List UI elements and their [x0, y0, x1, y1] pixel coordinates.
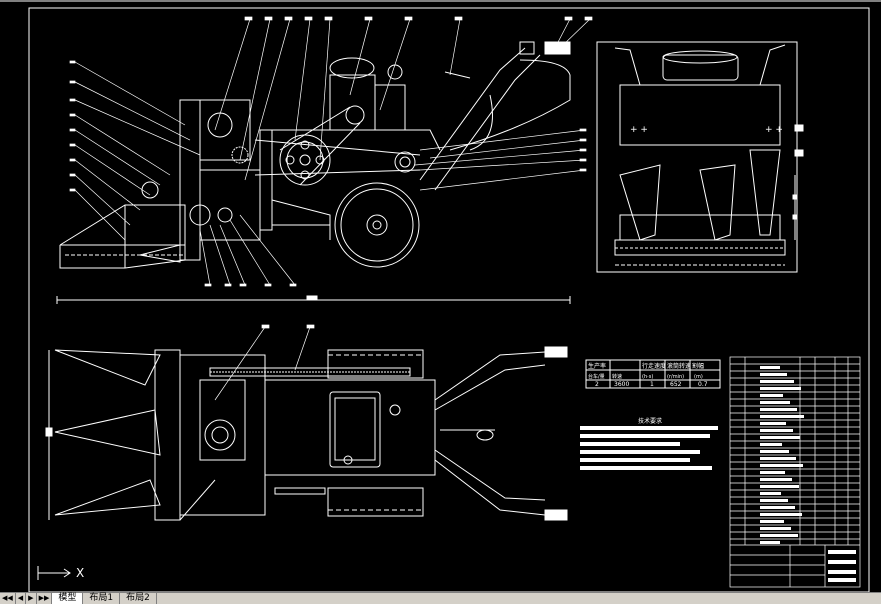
param-val-4: 652 — [670, 381, 682, 388]
param-sub-1: 台车/量 — [588, 373, 605, 380]
param-head-4: 割幅 — [692, 362, 704, 370]
ucs-x-label: X — [76, 566, 85, 580]
tab-model[interactable]: 模型 — [52, 593, 84, 604]
ucs-icon: X — [36, 566, 84, 583]
svg-text:+ +: + + — [765, 125, 783, 135]
tech-requirements: 技术要求 — [580, 417, 718, 470]
leader-lines-top — [69, 16, 593, 287]
param-val-5: 0.7 — [698, 381, 708, 388]
param-head-3: 滚筒转速 — [667, 362, 691, 370]
tab-layout-2[interactable]: 布局2 — [120, 593, 157, 604]
param-head-1: 生产率 — [588, 362, 606, 370]
tab-nav-next[interactable]: ▶ — [26, 593, 37, 604]
param-val-3: 1 — [650, 381, 654, 388]
tab-nav-prev[interactable]: ◀ — [15, 593, 27, 604]
param-head-2: 行走速度 — [642, 362, 666, 370]
param-val-1: 2 — [595, 381, 599, 388]
layout-tab-bar: ◀◀ ◀ ▶ ▶▶ 模型 布局1 布局2 — [0, 592, 881, 604]
front-view — [56, 41, 571, 304]
param-unit-2: (r/min) — [667, 374, 684, 380]
param-unit-1: (h·s) — [642, 374, 653, 380]
param-val-2: 3600 — [614, 381, 629, 388]
parts-list — [729, 356, 861, 588]
param-unit-3: (m) — [694, 374, 703, 380]
tab-nav-last[interactable]: ▶▶ — [36, 593, 53, 604]
tab-nav-first[interactable]: ◀◀ — [0, 593, 16, 604]
svg-text:+ +: + + — [630, 125, 648, 135]
param-sub-2: 转速 — [612, 373, 622, 380]
side-view: + + + + — [596, 41, 804, 273]
leader-lines-bottom — [214, 324, 315, 401]
parameters-table: 生产率 行走速度 滚筒转速 割幅 台车/量 转速 (h·s) (r/min) (… — [585, 359, 721, 389]
tech-requirements-title: 技术要求 — [638, 417, 662, 425]
top-view — [45, 346, 568, 521]
tab-layout-1[interactable]: 布局1 — [83, 593, 121, 604]
